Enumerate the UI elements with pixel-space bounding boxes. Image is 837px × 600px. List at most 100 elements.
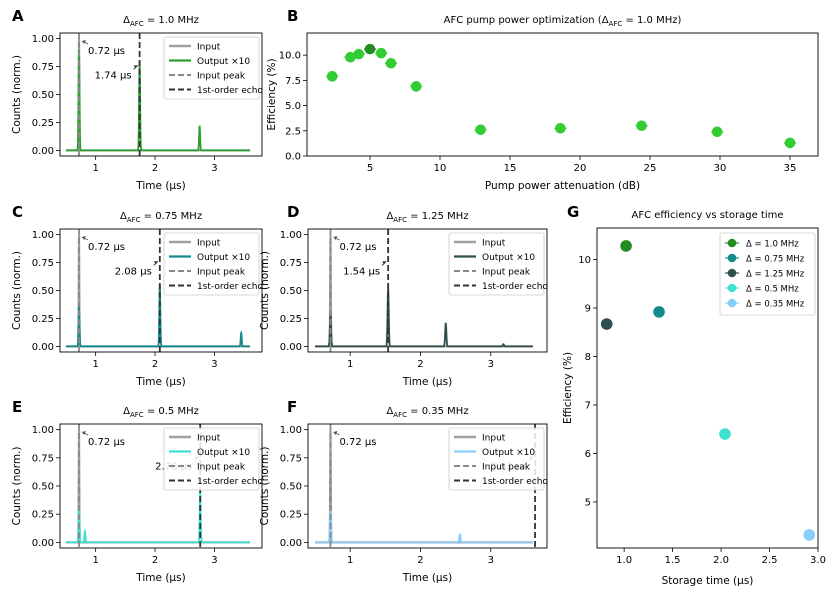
x-tick-label: 1 [347,359,353,370]
y-tick-label: 9 [585,304,591,315]
x-axis-label: Storage time (µs) [662,575,754,587]
panel-letter: G [567,203,579,221]
legend-label: Input [197,43,221,53]
legend-label: Input [482,239,506,249]
data-point [600,318,613,330]
echo-annotation: 1.74 µs [95,70,132,81]
x-axis-label: Time (µs) [402,572,452,584]
panel-letter: B [287,7,298,25]
y-tick-label: 0.25 [32,314,54,325]
best-point [364,43,376,55]
x-tick-label: 35 [784,163,797,174]
y-tick-label: 2.5 [285,126,301,137]
legend [448,232,545,296]
y-tick-label: 5.0 [285,101,301,112]
output-trace [65,491,251,544]
x-tick-label: 3 [488,359,494,370]
legend-marker [727,238,737,248]
legend-label: Input peak [482,268,531,278]
x-tick-label: 10 [434,163,447,174]
panel-title: ΔAFC = 0.35 MHz [386,406,468,419]
data-point [711,126,723,138]
legend-label: Δ = 0.35 MHz [746,300,805,310]
data-point [784,137,796,149]
y-tick-label: 10 [578,255,591,266]
axes-frame [59,32,263,157]
legend-label: Input peak [197,72,246,82]
data-point [475,124,486,136]
legend-label: Output ×10 [197,253,250,263]
legend-label: Δ = 0.75 MHz [746,255,805,265]
input-peak-annotation: 0.72 µs [339,437,376,448]
y-tick-label: 1.00 [280,425,302,436]
echo-annotation: 1.54 µs [343,266,380,277]
panel-letter: D [287,203,299,221]
data-point [410,81,422,92]
annotation-arrowhead [82,40,87,44]
data-point [375,47,387,59]
x-tick-label: 2 [152,359,158,370]
y-tick-label: 0.50 [280,482,302,493]
echo-annotation: 2.08 µs [115,266,152,277]
x-axis-label: Pump power attenuation (dB) [485,180,640,192]
panel-title: AFC pump power optimization (ΔAFC = 1.0 … [444,15,682,28]
axes-frame [596,227,819,549]
legend-label: Δ = 0.5 MHz [746,285,799,295]
plot-area [315,229,533,352]
legend-label: Output ×10 [482,448,535,458]
x-tick-label: 15 [504,163,517,174]
data-point [636,120,647,132]
y-tick-label: 7 [585,400,591,411]
output-trace [65,49,251,152]
x-tick-label: 2 [152,163,158,174]
x-tick-label: 3.0 [810,555,826,566]
x-tick-label: 1 [92,359,98,370]
y-tick-label: 0.75 [32,62,54,73]
legend [163,427,260,491]
y-tick-label: 0.75 [32,258,54,269]
legend-label: Input peak [482,463,531,473]
input-peak-annotation: 0.72 µs [88,437,125,448]
panel-letter: F [287,398,297,416]
y-tick-label: 0.00 [280,342,302,353]
y-tick-label: 0.50 [32,286,54,297]
x-tick-label: 3 [211,163,217,174]
y-tick-label: 0.25 [32,510,54,521]
data-point [653,306,665,318]
legend-label: Δ = 1.0 MHz [746,240,799,250]
output-trace [315,288,533,348]
y-tick-label: 0.75 [32,453,54,464]
y-tick-label: 1.00 [32,425,54,436]
axes-frame [59,423,263,549]
output-trace [65,284,251,348]
annotation-arrowhead [382,261,387,265]
legend-marker [727,283,737,293]
data-point [385,57,397,69]
legend-label: Output ×10 [197,57,250,67]
x-tick-label: 2.5 [762,555,778,566]
legend-label: Output ×10 [197,448,250,458]
x-tick-label: 2 [152,555,158,566]
y-axis-label: Counts (norm.) [259,251,271,330]
input-peak-annotation: 0.72 µs [88,46,125,57]
y-tick-label: 0.25 [280,510,302,521]
y-axis-label: Counts (norm.) [259,447,271,526]
x-axis-label: Time (µs) [135,180,185,192]
panel-title: ΔAFC = 0.5 MHz [123,406,199,419]
annotation-arrowhead [333,236,338,240]
axes-frame [306,32,819,157]
legend-marker [727,253,737,263]
x-tick-label: 3 [211,555,217,566]
y-tick-label: 1.00 [32,230,54,241]
x-tick-label: 1.5 [665,555,681,566]
input-peak-annotation: 0.72 µs [339,242,376,253]
legend-label: 1st-order echo [197,477,263,487]
panel-title: ΔAFC = 1.0 MHz [123,15,199,28]
y-axis-label: Efficiency (%) [266,58,278,130]
axes-frame [307,228,548,353]
legend-label: Input [482,434,506,444]
data-point [620,240,632,252]
legend-label: Input peak [197,463,246,473]
